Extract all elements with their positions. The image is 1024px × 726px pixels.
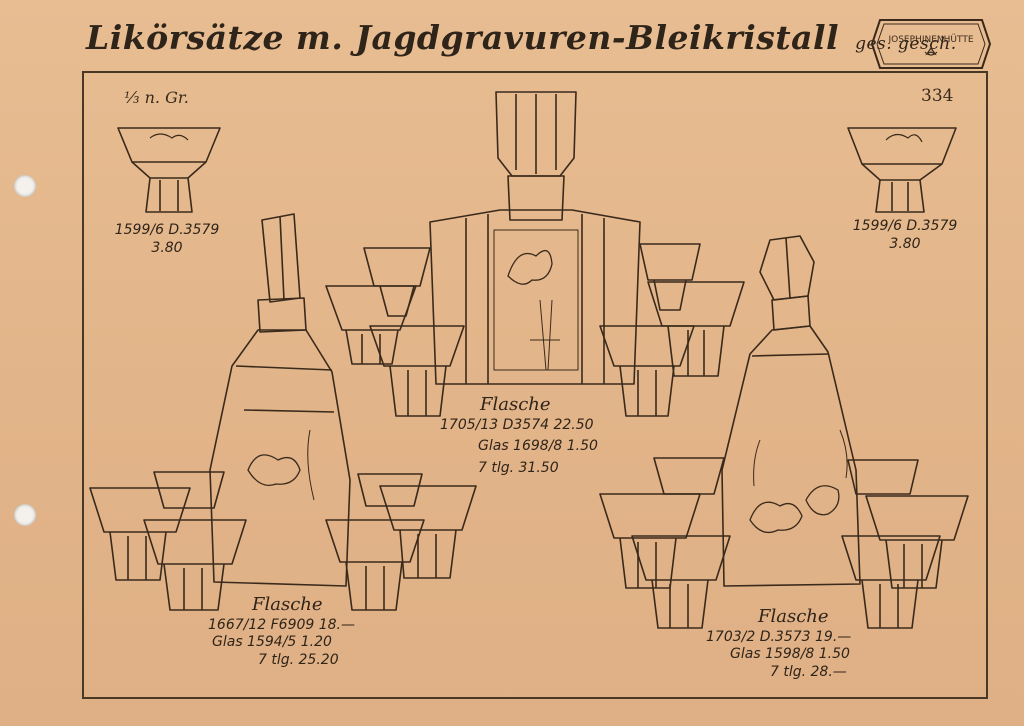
caption-line: 7 tlg. 28.— [770,663,847,680]
caption-line: 1705/13 D3574 22.50 [440,416,594,433]
liqueur-glass-icon [325,285,417,365]
liqueur-glass-icon [847,459,919,495]
liqueur-glass-icon [865,495,969,589]
caption-line: 1667/12 F6909 18.— [208,616,356,633]
liqueur-glass-icon [841,535,941,629]
caption-line: Glas 1698/8 1.50 [478,438,598,454]
caption-heading: Flasche [252,594,323,615]
caption-glass-left: 1599/6 D.3579 3.80 [112,222,222,257]
liqueur-glass-icon [363,247,431,317]
liqueur-glass-icon [143,519,247,611]
caption-line: Glas 1598/8 1.50 [730,646,850,662]
page-number: 334 [921,86,954,106]
liqueur-glass-icon [89,487,191,581]
caption-line: 1703/2 D.3573 19.— [706,628,852,645]
liqueur-glass-icon [847,127,957,213]
liqueur-glass-icon [653,457,725,495]
liqueur-glass-icon [357,473,423,507]
liqueur-glass-icon [631,535,731,629]
caption-heading: Flasche [758,606,829,627]
liqueur-glass-icon [599,493,701,589]
caption-right-set: Flasche 1703/2 D.3573 19.— Glas 1598/8 1… [706,606,851,681]
liqueur-glass-icon [379,485,477,579]
caption-glass-right: 1599/6 D.3579 3.80 [846,218,964,253]
caption-line: 3.80 [889,235,921,252]
center-decanter-icon [429,91,641,385]
stamp-text: JOSEPHINENHÜTTE [887,34,973,45]
punch-hole [14,175,36,197]
caption-line: 7 tlg. 25.20 [258,651,339,668]
liqueur-glass-icon [639,243,701,311]
scale-note: ⅓ n. Gr. [124,88,189,107]
josephinenhuette-stamp: JOSEPHINENHÜTTE [870,19,992,69]
caption-line: 1599/6 D.3579 [114,222,220,238]
liqueur-glass-icon [117,127,221,213]
liqueur-glass-icon [599,325,695,417]
page-title: Likörsätze m. Jagdgravuren-Bleikristall … [86,18,956,57]
liqueur-glass-icon [369,325,465,417]
title-text: Likörsätze m. Jagdgravuren-Bleikristall [86,18,840,57]
caption-line: 7 tlg. 31.50 [478,459,559,476]
liqueur-glass-icon [325,519,425,611]
punch-hole [14,504,36,526]
caption-heading: Flasche [480,394,551,415]
caption-line: Glas 1594/5 1.20 [212,634,332,650]
illustration-frame [82,71,988,699]
right-decanter-icon [721,235,861,587]
liqueur-glass-icon [647,281,745,377]
caption-center-set: Flasche 1705/13 D3574 22.50 Glas 1698/8 … [440,394,598,477]
caption-line: 3.80 [151,239,183,256]
caption-line: 1599/6 D.3579 [852,218,958,234]
left-decanter-icon [209,213,351,587]
liqueur-glass-icon [153,471,225,509]
caption-left-set: Flasche 1667/12 F6909 18.— Glas 1594/5 1… [208,594,355,669]
